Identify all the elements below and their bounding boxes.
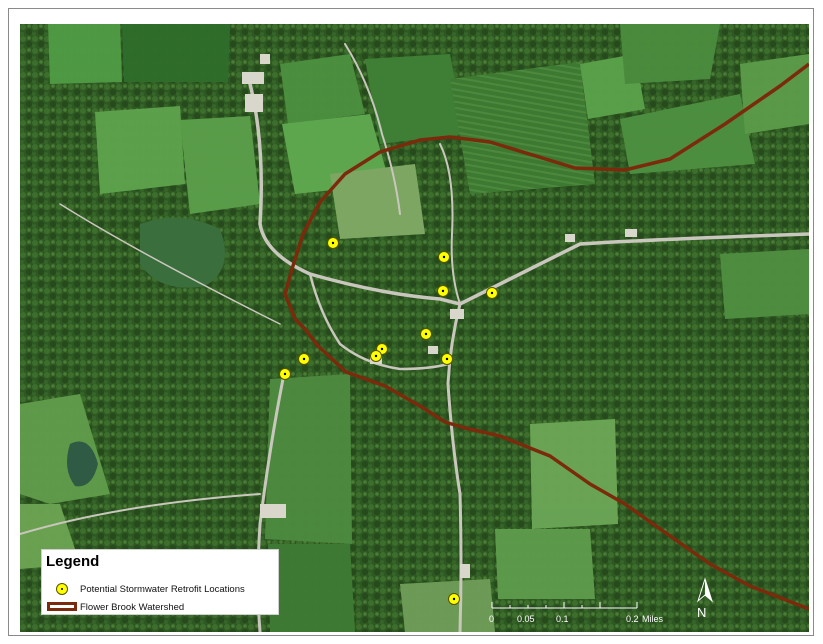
map-legend: Legend Potential Stormwater Retrofit Loc… [41,549,279,615]
map-canvas [20,24,809,632]
retrofit-point [486,287,498,299]
buildings [242,54,637,578]
aerial-map[interactable] [20,24,809,632]
scale-bar-graphic [491,602,638,609]
scale-tick-label: 0.1 [556,614,569,624]
retrofit-point [279,368,291,380]
retrofit-point [441,353,453,365]
pond [66,441,98,487]
retrofit-point-icon [46,581,80,597]
retrofit-points [279,237,498,605]
fields [20,24,809,632]
watershed-boundary [283,62,809,611]
retrofit-point [327,237,339,249]
legend-item-label: Potential Stormwater Retrofit Locations [80,583,245,595]
scale-tick-label: 0.05 [517,614,535,624]
scale-bar: 0 0.05 0.1 0.2 Miles [470,598,670,628]
retrofit-point [370,350,382,362]
watershed-outline-icon [46,599,80,615]
north-arrow: N [694,577,716,625]
scale-unit-label: Miles [642,614,664,624]
legend-item-retrofit: Potential Stormwater Retrofit Locations [46,581,245,597]
scale-tick-label: 0 [489,614,495,624]
pond [140,217,225,288]
retrofit-point [437,285,449,297]
retrofit-point [298,353,310,365]
north-arrow-icon [696,577,714,603]
scale-tick-label: 0.2 [626,614,639,624]
retrofit-point [448,593,460,605]
retrofit-point [420,328,432,340]
legend-item-label: Flower Brook Watershed [80,601,185,613]
north-label: N [697,605,707,620]
legend-title: Legend [46,553,100,570]
retrofit-point [438,251,450,263]
legend-item-watershed: Flower Brook Watershed [46,599,184,615]
